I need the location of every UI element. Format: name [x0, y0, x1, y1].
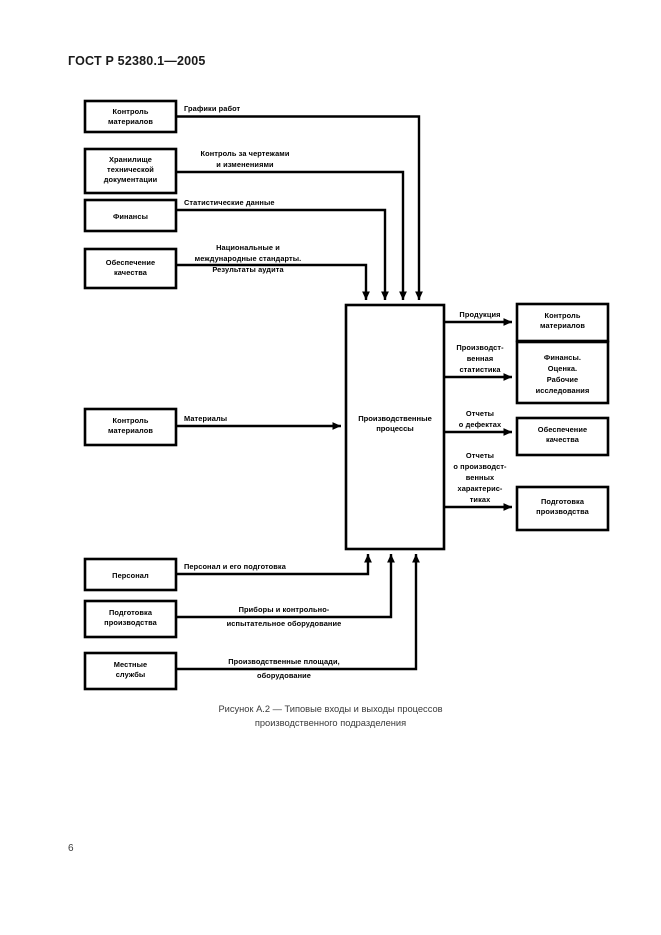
output-target-box-control-materials[interactable]: Контроль материалов	[515, 302, 610, 343]
input-source-label-line2: производства	[104, 618, 157, 627]
input-source-label-line2: технической	[107, 165, 154, 174]
page-number: 6	[68, 843, 74, 854]
input-source-label-line1: Местные	[114, 660, 148, 669]
input-source-box-finance[interactable]: Финансы	[83, 198, 178, 233]
flow-label-line1: Отчеты	[466, 451, 494, 460]
figure-caption: Рисунок А.2 — Типовые входы и выходы про…	[0, 703, 661, 730]
input-source-label-line1: Подготовка	[109, 608, 153, 617]
flow-label-line1: Отчеты	[466, 409, 494, 418]
flow-label-line2: оборудование	[257, 671, 311, 680]
output-target-label-line1: Финансы.	[544, 353, 581, 362]
flow-label-work-schedules: Графики работ	[184, 104, 241, 113]
flow-label-line2: венная	[467, 354, 494, 363]
connector-statistical-data	[176, 208, 389, 300]
output-target-label-line2: качества	[546, 435, 580, 444]
flow-label-line1: Графики работ	[184, 104, 241, 113]
input-source-label-line1: Финансы	[113, 212, 148, 221]
connector-production-areas	[176, 554, 420, 671]
flow-label-line2: международные стандарты.	[195, 254, 302, 263]
flow-label-instruments-equipment: Приборы и контрольно- испытательное обор…	[227, 605, 342, 628]
output-target-label-line2: материалов	[540, 321, 585, 330]
connector-instruments-equipment	[176, 554, 395, 619]
input-source-label-line1: Хранилище	[109, 155, 152, 164]
flow-label-line5: тиках	[470, 495, 491, 504]
flow-label-line4: характерис-	[457, 484, 502, 493]
flow-label-line1: Производст-	[456, 343, 504, 352]
central-process-box[interactable]: Производственные процессы	[344, 303, 446, 551]
input-source-label-line2: качества	[114, 268, 148, 277]
figure-a2-diagram: Производственные процессы Контроль матер…	[0, 86, 661, 706]
output-target-box-quality-assurance[interactable]: Обеспечение качества	[515, 416, 610, 457]
output-target-box-production-preparation[interactable]: Подготовка производства	[515, 485, 610, 532]
flow-label-line1: Статистические данные	[184, 198, 275, 207]
output-target-label-line1: Контроль	[545, 311, 581, 320]
connector-personnel-training	[176, 554, 372, 576]
flow-label-line1: Продукция	[459, 310, 500, 319]
output-target-label-line4: исследования	[536, 386, 590, 395]
figure-caption-line1: Рисунок А.2 — Типовые входы и выходы про…	[218, 704, 443, 714]
central-process-label-line1: Производственные	[358, 414, 432, 423]
output-target-label-line2: производства	[536, 507, 589, 516]
input-source-label-line1: Обеспечение	[106, 258, 155, 267]
flow-label-line2: о дефектах	[459, 420, 502, 429]
input-source-box-tech-doc-storage[interactable]: Хранилище технической документации	[83, 147, 178, 195]
connector-work-schedules	[176, 115, 423, 300]
input-source-box-control-materials-left[interactable]: Контроль материалов	[83, 407, 178, 447]
flow-label-line2: о производст-	[453, 462, 507, 471]
output-target-label-line3: Рабочие	[547, 375, 578, 384]
flow-label-standards-audit: Национальные и международные стандарты. …	[195, 243, 302, 274]
flow-label-defect-reports: Отчеты о дефектах	[459, 409, 502, 429]
input-source-box-control-materials-top[interactable]: Контроль материалов	[83, 99, 178, 134]
flow-label-line1: Национальные и	[216, 243, 280, 252]
flow-label-product: Продукция	[459, 310, 500, 319]
output-target-label-line1: Обеспечение	[538, 425, 587, 434]
central-process-label-line2: процессы	[376, 424, 414, 433]
input-source-label-line3: документации	[104, 175, 158, 184]
flow-label-line3: статистика	[459, 365, 501, 374]
flow-label-line1: Производственные площади,	[228, 657, 340, 666]
output-target-box-finance-evaluation[interactable]: Финансы. Оценка. Рабочие исследования	[515, 340, 610, 405]
input-source-box-personnel[interactable]: Персонал	[83, 557, 178, 592]
connector-standards-audit	[176, 263, 370, 300]
flow-label-statistical-data: Статистические данные	[184, 198, 275, 207]
flow-label-drawing-control: Контроль за чертежами и изменениями	[201, 149, 290, 169]
input-source-label-line2: материалов	[108, 426, 153, 435]
output-target-label-line2: Оценка.	[548, 364, 577, 373]
flow-label-line2: испытательное оборудование	[227, 619, 342, 628]
input-source-label-line1: Контроль	[113, 107, 149, 116]
input-source-box-production-preparation[interactable]: Подготовка производства	[83, 599, 178, 639]
flow-label-line1: Контроль за чертежами	[201, 149, 290, 158]
flow-label-line3: Результаты аудита	[212, 265, 284, 274]
input-source-label-line1: Контроль	[113, 416, 149, 425]
process-flow-svg: Производственные процессы Контроль матер…	[83, 99, 610, 691]
flow-label-materials: Материалы	[184, 414, 227, 423]
flow-label-line1: Персонал и его подготовка	[184, 562, 287, 571]
document-standard-header: ГОСТ Р 52380.1—2005	[68, 54, 206, 68]
flow-label-production-areas: Производственные площади, оборудование	[228, 657, 340, 680]
flow-label-line1: Приборы и контрольно-	[239, 605, 330, 614]
input-source-label-line2: материалов	[108, 117, 153, 126]
output-target-label-line1: Подготовка	[541, 497, 585, 506]
connector-drawing-control	[176, 170, 407, 300]
flow-label-performance-reports: Отчеты о производст- венных характерис- …	[453, 451, 507, 504]
flow-label-production-statistics: Производст- венная статистика	[456, 343, 504, 374]
flow-label-line2: и изменениями	[216, 160, 274, 169]
flow-label-personnel-training: Персонал и его подготовка	[184, 562, 287, 571]
figure-caption-line2: производственного подразделения	[254, 717, 407, 728]
input-source-label-line1: Персонал	[112, 571, 149, 580]
flow-label-line3: венных	[466, 473, 495, 482]
input-source-box-local-services[interactable]: Местные службы	[83, 651, 178, 691]
input-source-box-quality-assurance[interactable]: Обеспечение качества	[83, 247, 178, 290]
input-source-label-line2: службы	[116, 670, 146, 679]
